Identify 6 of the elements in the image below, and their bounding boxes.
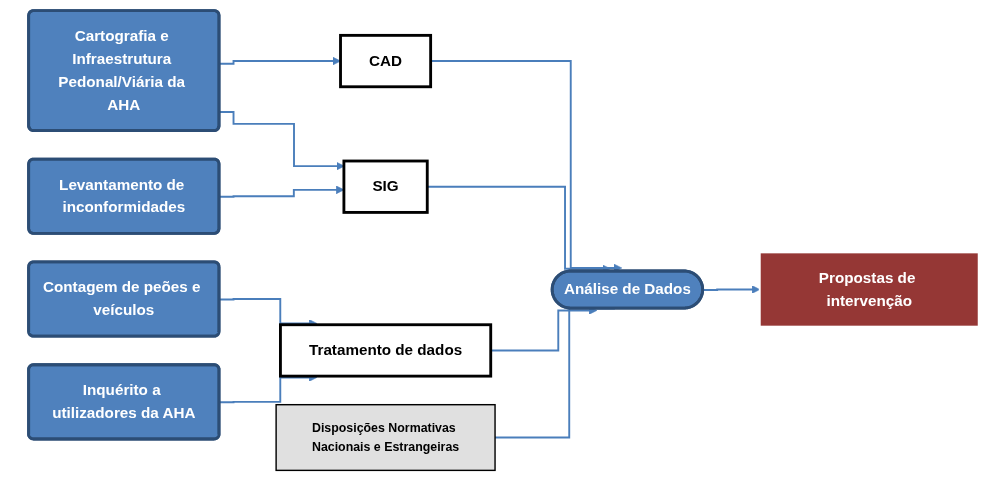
node-box: CAD	[339, 33, 433, 89]
arrow	[702, 285, 761, 294]
node-box: Propostas de intervenção	[759, 251, 980, 328]
node-box: Disposições Normativas Nacionais e Estrangeiras	[275, 403, 497, 472]
node-box: SIG	[342, 159, 429, 214]
node-box: Tratamento de dados	[279, 323, 493, 378]
